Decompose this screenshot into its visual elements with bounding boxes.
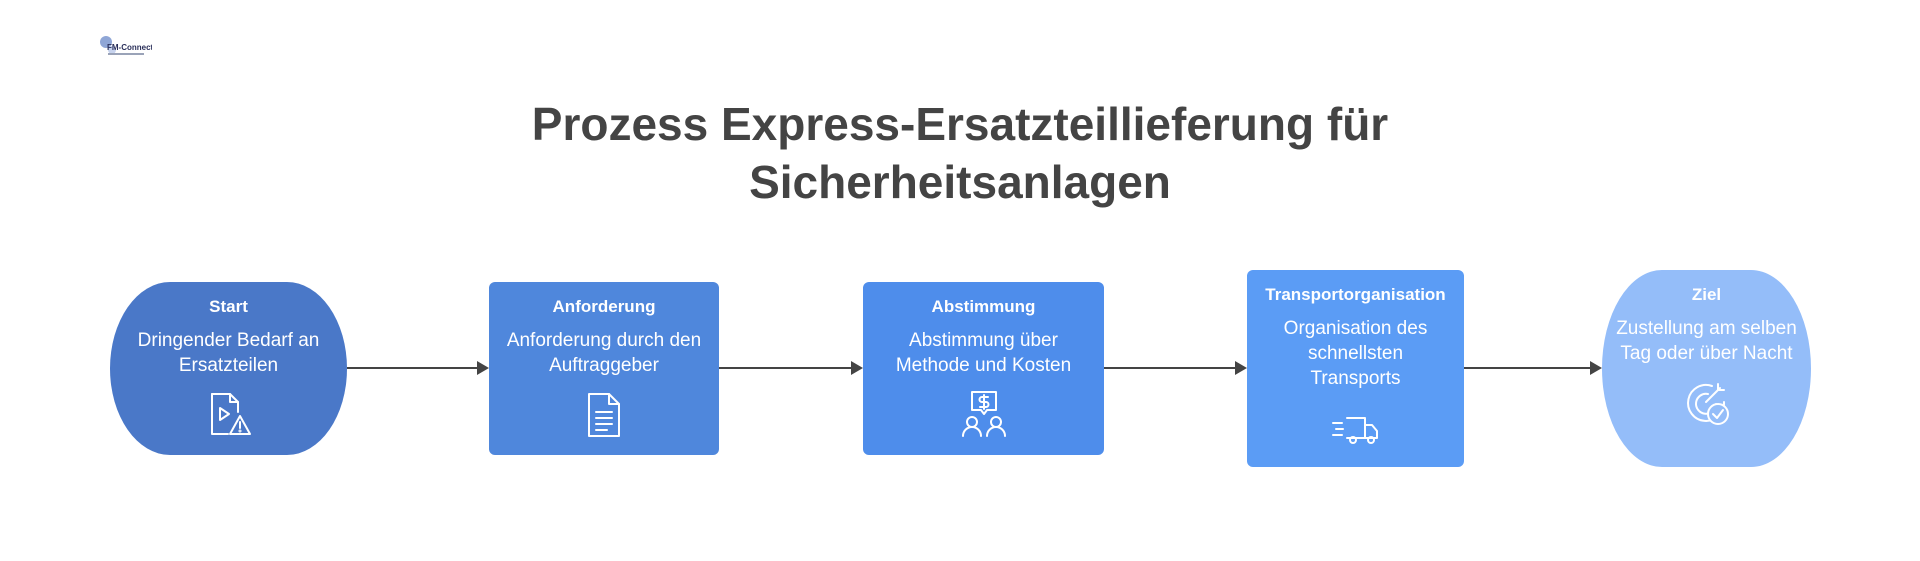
step-transportorganisation: Transportorganisation Organisation des s…: [1247, 270, 1464, 467]
step-ziel: Ziel Zustellung am selben Tag oder über …: [1602, 270, 1811, 467]
step-abstimmung: Abstimmung Abstimmung über Methode und K…: [863, 282, 1104, 455]
step-label: Ziel: [1691, 285, 1722, 304]
step-description: Zustellung am selben Tag oder über Nacht: [1616, 318, 1797, 364]
document-icon: [579, 390, 629, 440]
flow-arrow-4: [1464, 361, 1602, 375]
title-line-1: Prozess Express-Ersatzteillieferung für: [531, 98, 1389, 150]
logo-text: FM-Connect.com: [107, 43, 152, 52]
step-label: Transportorganisation: [1265, 285, 1446, 304]
step-start: Start Dringender Bedarf an Ersatzteilen: [110, 282, 347, 455]
step-label: Anforderung: [552, 297, 656, 316]
logo: FM-Connect.com: [98, 32, 152, 62]
document-play-warning-icon: [204, 390, 254, 440]
step-label: Start: [209, 297, 248, 316]
step-label: Abstimmung: [931, 297, 1036, 316]
step-description: Anforderung durch den Auftraggeber: [506, 330, 702, 376]
step-description: Abstimmung über Methode und Kosten: [895, 330, 1072, 376]
flow-arrow-2: [719, 361, 863, 375]
title-line-2: Sicherheitsanlagen: [749, 156, 1171, 208]
flow-arrow-1: [347, 361, 489, 375]
dollar-discussion-icon: [959, 390, 1009, 440]
step-anforderung: Anforderung Anforderung durch den Auftra…: [489, 282, 719, 455]
step-description: Dringender Bedarf an Ersatzteilen: [137, 330, 320, 376]
target-check-icon: [1682, 378, 1732, 428]
logo-image: FM-Connect.com: [100, 36, 152, 55]
fast-truck-icon: [1331, 403, 1381, 453]
flow-arrow-3: [1104, 361, 1247, 375]
step-description: Organisation des schnellsten Transports: [1283, 318, 1428, 389]
page-title: Prozess Express-Ersatzteillieferung für …: [0, 95, 1920, 211]
